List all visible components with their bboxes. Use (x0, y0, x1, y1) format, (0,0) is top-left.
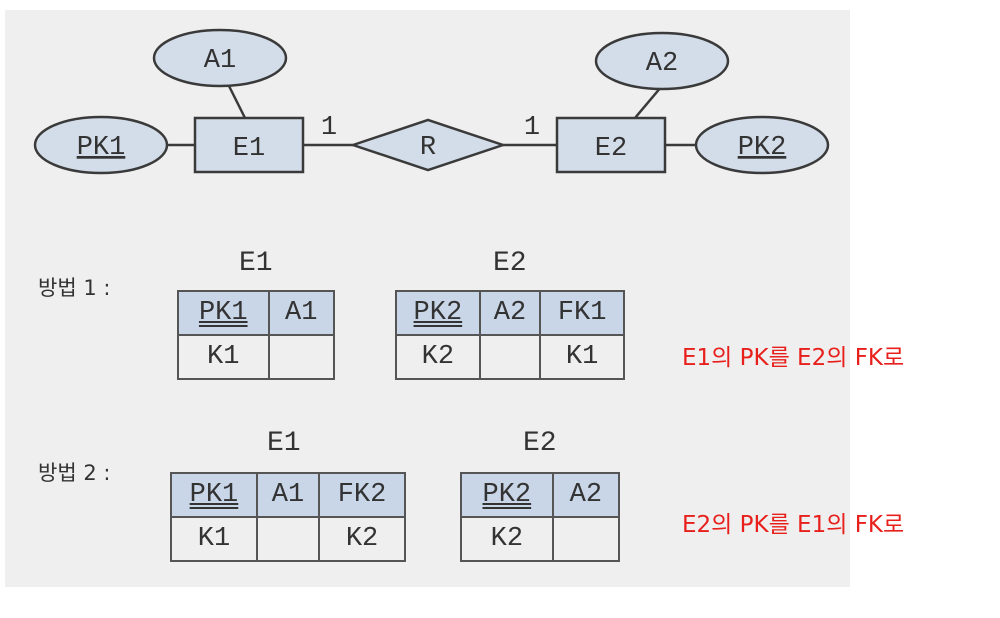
table-header-cell: A2 (478, 290, 542, 336)
table-cell: K1 (170, 516, 258, 562)
table-cell: K1 (177, 334, 270, 380)
table-cell (255, 516, 321, 562)
cardinality-left: 1 (321, 113, 337, 143)
relationship-r-diamond (349, 118, 507, 172)
table-header-cell: A1 (267, 290, 335, 336)
method2-e1-table: PK1 A1 FK2 K1 K2 (170, 472, 406, 562)
table-cell: K2 (318, 516, 406, 562)
attribute-a1-ellipse (152, 28, 288, 88)
method2-label: 방법 2 : (38, 461, 111, 485)
table-header-cell: PK1 (170, 472, 258, 518)
method1-e2-table: PK2 A2 FK1 K2 K1 (395, 290, 625, 380)
method1-e2-name: E2 (493, 248, 527, 279)
method2-e1-name: E1 (267, 428, 301, 459)
method2-e2-name: E2 (523, 428, 557, 459)
relationship-r-label: R (420, 133, 436, 163)
method1-note: E1의 PK를 E2의 FK로 (682, 345, 905, 371)
attribute-pk2-ellipse (694, 115, 830, 175)
diagram-panel: A1 PK1 E1 R 1 1 E2 A2 PK2 방법 1 : E1 PK1 … (5, 10, 850, 587)
table-header-cell: FK1 (539, 290, 625, 336)
table-cell: K2 (460, 516, 554, 562)
entity-e1-box (193, 116, 305, 174)
entity-e2-label: E2 (595, 134, 627, 164)
attribute-a1-label: A1 (204, 46, 236, 76)
attribute-pk1-label: PK1 (77, 133, 126, 163)
table-header-cell: A1 (255, 472, 321, 518)
attribute-pk2-label: PK2 (738, 133, 787, 163)
method2-e2-table: PK2 A2 K2 (460, 472, 621, 562)
table-header-cell: PK2 (395, 290, 481, 336)
entity-e2-box (555, 116, 667, 174)
cardinality-right: 1 (524, 113, 540, 143)
er-diagram: A1 PK1 E1 R 1 1 E2 A2 PK2 (33, 28, 830, 175)
attribute-a2-ellipse (594, 31, 730, 91)
method1-e1-table: PK1 A1 K1 (177, 290, 335, 380)
table-cell (478, 334, 542, 380)
entity-e1-label: E1 (233, 134, 265, 164)
method2-note: E2의 PK를 E1의 FK로 (682, 512, 905, 538)
table-cell (267, 334, 335, 380)
table-cell (551, 516, 621, 562)
method1-label: 방법 1 : (38, 276, 111, 300)
table-header-cell: PK1 (177, 290, 270, 336)
table-header-cell: PK2 (460, 472, 554, 518)
table-cell: K1 (539, 334, 625, 380)
attribute-a2-label: A2 (646, 49, 678, 79)
method1-e1-name: E1 (239, 248, 273, 279)
table-header-cell: FK2 (318, 472, 406, 518)
table-header-cell: A2 (551, 472, 621, 518)
table-cell: K2 (395, 334, 481, 380)
attribute-pk1-ellipse (33, 115, 169, 175)
